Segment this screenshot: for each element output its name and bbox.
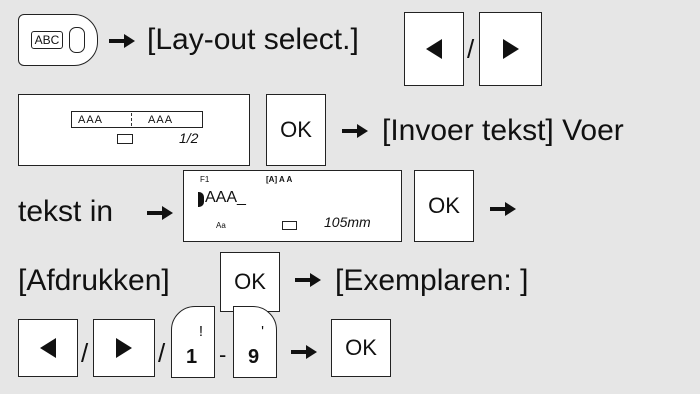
layout-select-label: [Lay-out select.]	[147, 23, 359, 56]
left-triangle-icon	[426, 39, 442, 59]
lcd-divider	[131, 113, 133, 126]
ok-button-label: OK	[428, 193, 460, 218]
left-triangle-icon	[40, 338, 56, 358]
lcd-tape-icon	[282, 221, 297, 230]
arrow-right-icon	[490, 202, 516, 216]
lcd-text-right: AAA	[148, 113, 174, 126]
lcd-text-left: AAA	[78, 113, 104, 126]
lcd-page-number: 1/2	[179, 130, 199, 146]
ok-button[interactable]: OK	[414, 170, 474, 242]
abc-key[interactable]: ABC	[18, 14, 98, 66]
ok-button[interactable]: OK	[331, 319, 391, 377]
key-9[interactable]: ' 9	[233, 306, 277, 378]
arrow-right-icon	[295, 273, 321, 287]
arrow-right-icon	[147, 206, 173, 220]
tekst-in-label: tekst in	[18, 195, 114, 228]
lcd-f1-label: F1	[200, 175, 210, 184]
ok-button-label: OK	[234, 269, 266, 294]
lcd-size-indicator: Aa	[216, 221, 226, 230]
right-triangle-icon	[116, 338, 132, 358]
abc-key-label: ABC	[34, 33, 60, 47]
right-arrow-key[interactable]	[93, 319, 155, 377]
lcd-indicators: [A] A A	[266, 175, 293, 184]
slash-separator: /	[467, 34, 475, 64]
cursor-marker-icon	[198, 192, 204, 207]
invoer-tekst-label: [Invoer tekst] Voer	[382, 114, 624, 147]
key-1-symbol: !	[198, 323, 203, 340]
key-9-digit: 9	[248, 346, 260, 368]
key-9-symbol: '	[261, 323, 264, 340]
dash-separator: -	[219, 342, 227, 367]
right-arrow-key[interactable]	[479, 12, 542, 86]
exemplaren-label: [Exemplaren: ]	[335, 264, 529, 297]
lcd-layout-frame: AAA AAA	[71, 111, 203, 128]
afdrukken-label: [Afdrukken]	[18, 264, 170, 297]
ok-button[interactable]: OK	[266, 94, 326, 166]
lcd-tape-icon	[117, 134, 133, 144]
lcd-length: 105mm	[324, 214, 371, 230]
arrow-right-icon	[109, 34, 135, 48]
ok-button[interactable]: OK	[220, 252, 280, 312]
ok-button-label: OK	[280, 117, 312, 142]
left-arrow-key[interactable]	[18, 319, 78, 377]
slash-separator: /	[81, 338, 89, 368]
lcd-typed-text: AAA_	[205, 189, 246, 206]
right-triangle-icon	[502, 39, 519, 59]
key-1-digit: 1	[186, 346, 198, 368]
ok-button-label: OK	[345, 335, 377, 360]
slash-separator: /	[158, 338, 166, 368]
arrow-right-icon	[291, 345, 317, 359]
lcd-layout-preview: AAA AAA 1/2	[18, 94, 250, 166]
left-arrow-key[interactable]	[404, 12, 464, 86]
tape-roll-icon	[69, 27, 86, 53]
key-1[interactable]: ! 1	[171, 306, 215, 378]
lcd-input-text: AAA_	[198, 189, 246, 207]
arrow-right-icon	[342, 124, 368, 138]
abc-key-label-box: ABC	[30, 31, 64, 49]
lcd-text-preview: F1 [A] A A AAA_ Aa 105mm	[183, 170, 402, 242]
